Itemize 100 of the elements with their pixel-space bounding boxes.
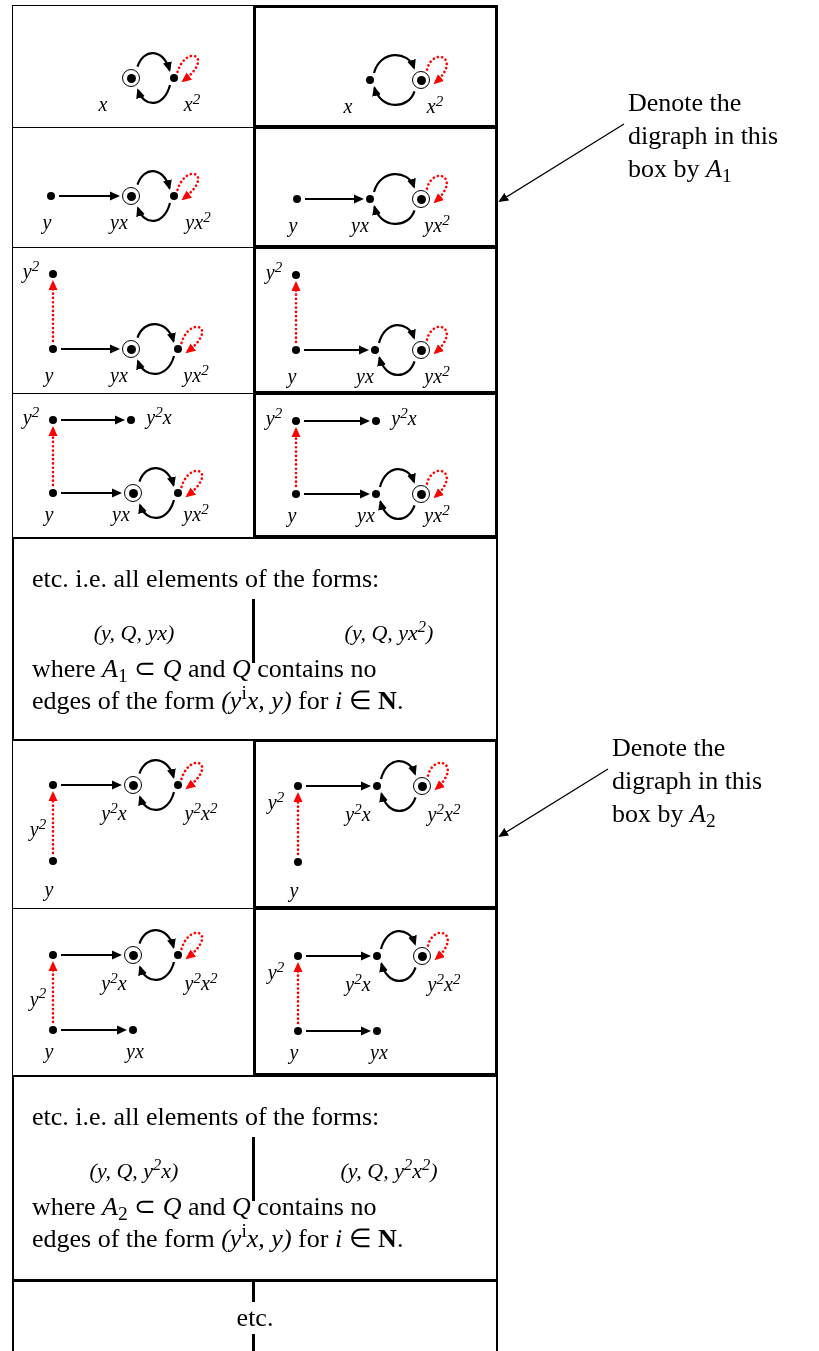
vertex-label: y$^{2}$	[267, 962, 285, 982]
dotted-arrow	[48, 961, 58, 1024]
vertex-label: yx	[357, 505, 375, 525]
vertex-label: y$^{2}$x$^{2}$	[184, 803, 218, 823]
dotted-arrow	[293, 962, 303, 1025]
curved-arrow	[137, 355, 176, 375]
dotted-arrow	[291, 281, 301, 344]
curved-arrow	[378, 468, 415, 488]
formula-text: (y, Q, y$^{2}$x$^{2}$)	[339, 1157, 439, 1185]
vertex-label: yx	[356, 366, 374, 386]
vertex-label: y	[44, 879, 54, 899]
arrow	[61, 1025, 127, 1035]
vertex-label: yx$^{2}$	[183, 504, 209, 524]
loop-arrow	[425, 55, 448, 85]
loop-arrow	[176, 54, 200, 83]
curved-arrow	[373, 85, 416, 106]
heading-text: etc. i.e. all elements of the forms:	[32, 1101, 380, 1133]
curved-arrow	[138, 929, 176, 950]
formula-text: (y, Q, yx)	[92, 619, 176, 647]
vertex-label: y$^{2}$	[267, 792, 285, 812]
arrow	[61, 415, 125, 425]
arrow	[306, 781, 371, 791]
curved-arrow	[136, 170, 172, 191]
vertex-label: yx	[112, 504, 130, 524]
curved-arrow	[137, 202, 172, 222]
vertex-label: y$^{2}$x	[345, 804, 371, 824]
loop-arrow	[180, 931, 204, 960]
vertex-label: yx$^{2}$	[185, 212, 211, 232]
table-cell	[253, 246, 498, 394]
dotted-arrow	[48, 791, 58, 855]
vertex-label: y$^{2}$	[265, 262, 283, 282]
text-panel	[12, 1280, 498, 1351]
arrow	[306, 1026, 371, 1036]
curved-arrow	[377, 324, 415, 344]
arrow	[306, 951, 371, 961]
vertex-label: y	[42, 212, 52, 232]
edge-label: y$^{2}$	[29, 988, 47, 1009]
table-cell	[12, 5, 254, 128]
curved-arrow	[379, 930, 416, 950]
table-cell	[253, 907, 498, 1076]
curved-arrow	[379, 961, 417, 982]
vertex-label: yx$^{2}$	[424, 215, 450, 235]
vertex-label: y$^{2}$x$^{2}$	[427, 804, 461, 824]
vertex-label: y$^{2}$x$^{2}$	[184, 973, 218, 993]
loop-arrow	[180, 325, 204, 354]
vertex-label: x	[98, 94, 108, 114]
loop-arrow	[180, 469, 204, 498]
vertex-label: y$^{2}$x$^{2}$	[427, 974, 461, 994]
table-cell	[253, 392, 498, 538]
vertex-label: y$^{2}$x	[345, 974, 371, 994]
vertex-label: y$^{2}$	[22, 261, 40, 281]
curved-arrow	[372, 54, 415, 74]
curved-arrow	[137, 84, 172, 104]
vertex-label: yx	[370, 1042, 388, 1062]
curved-arrow	[139, 499, 176, 519]
vertex-label: y	[44, 365, 54, 385]
formula-text: (y, Q, y$^{2}$x)	[88, 1157, 180, 1185]
vertex-label: yx	[351, 215, 369, 235]
vertex-label: y$^{2}$	[265, 408, 283, 428]
edge-label: y$^{2}$	[29, 819, 47, 839]
vertex-label: y$^{2}$x	[146, 407, 172, 427]
vertex-label: y	[44, 1041, 54, 1061]
curved-arrow	[372, 173, 415, 193]
arrow	[61, 344, 120, 354]
vertex-label: y	[287, 366, 297, 386]
vertex-label: yx$^{2}$	[424, 366, 450, 386]
vertex-label: yx$^{2}$	[183, 365, 209, 385]
vertex-label: yx	[110, 365, 128, 385]
pointer-arrow	[498, 768, 609, 837]
curved-arrow	[378, 355, 416, 376]
arrow	[304, 489, 370, 499]
condition-text: where A$_{1}$ ⊂ Q and Q contains no edges of the form (y$^{i}$x, y) for i ∈ N.	[32, 653, 405, 717]
curved-arrow	[378, 499, 416, 520]
curved-arrow	[139, 961, 176, 981]
vertex-label: y$^{2}$	[22, 407, 40, 427]
table-cell	[253, 126, 498, 248]
vertex-label: y$^{2}$x	[391, 408, 417, 428]
loop-arrow	[176, 172, 200, 201]
formula-text: (y, Q, yx$^{2}$)	[343, 619, 435, 647]
curved-arrow	[379, 791, 417, 812]
curved-arrow	[139, 791, 176, 811]
dotted-arrow	[291, 427, 301, 488]
vertex-label: y	[289, 1042, 299, 1062]
arrow	[61, 950, 122, 960]
loop-arrow	[425, 469, 448, 499]
curved-arrow	[138, 467, 176, 488]
vertex-label: y$^{2}$x	[101, 803, 127, 823]
note-text: Denote the digraph in this box by A$_{1}$	[628, 87, 780, 185]
curved-arrow	[136, 323, 175, 344]
arrow	[305, 194, 364, 204]
note-text: Denote the digraph in this box by A$_{2}$	[612, 732, 764, 830]
etc-text: etc.	[235, 1302, 275, 1334]
dotted-arrow	[48, 426, 58, 487]
table-cell	[253, 739, 498, 909]
arrow	[304, 345, 369, 355]
vertex-label: y	[287, 505, 297, 525]
vertex-label: x$^{2}$	[426, 96, 444, 116]
loop-arrow	[180, 761, 204, 790]
vertex-label: yx	[110, 212, 128, 232]
curved-arrow	[138, 759, 176, 780]
